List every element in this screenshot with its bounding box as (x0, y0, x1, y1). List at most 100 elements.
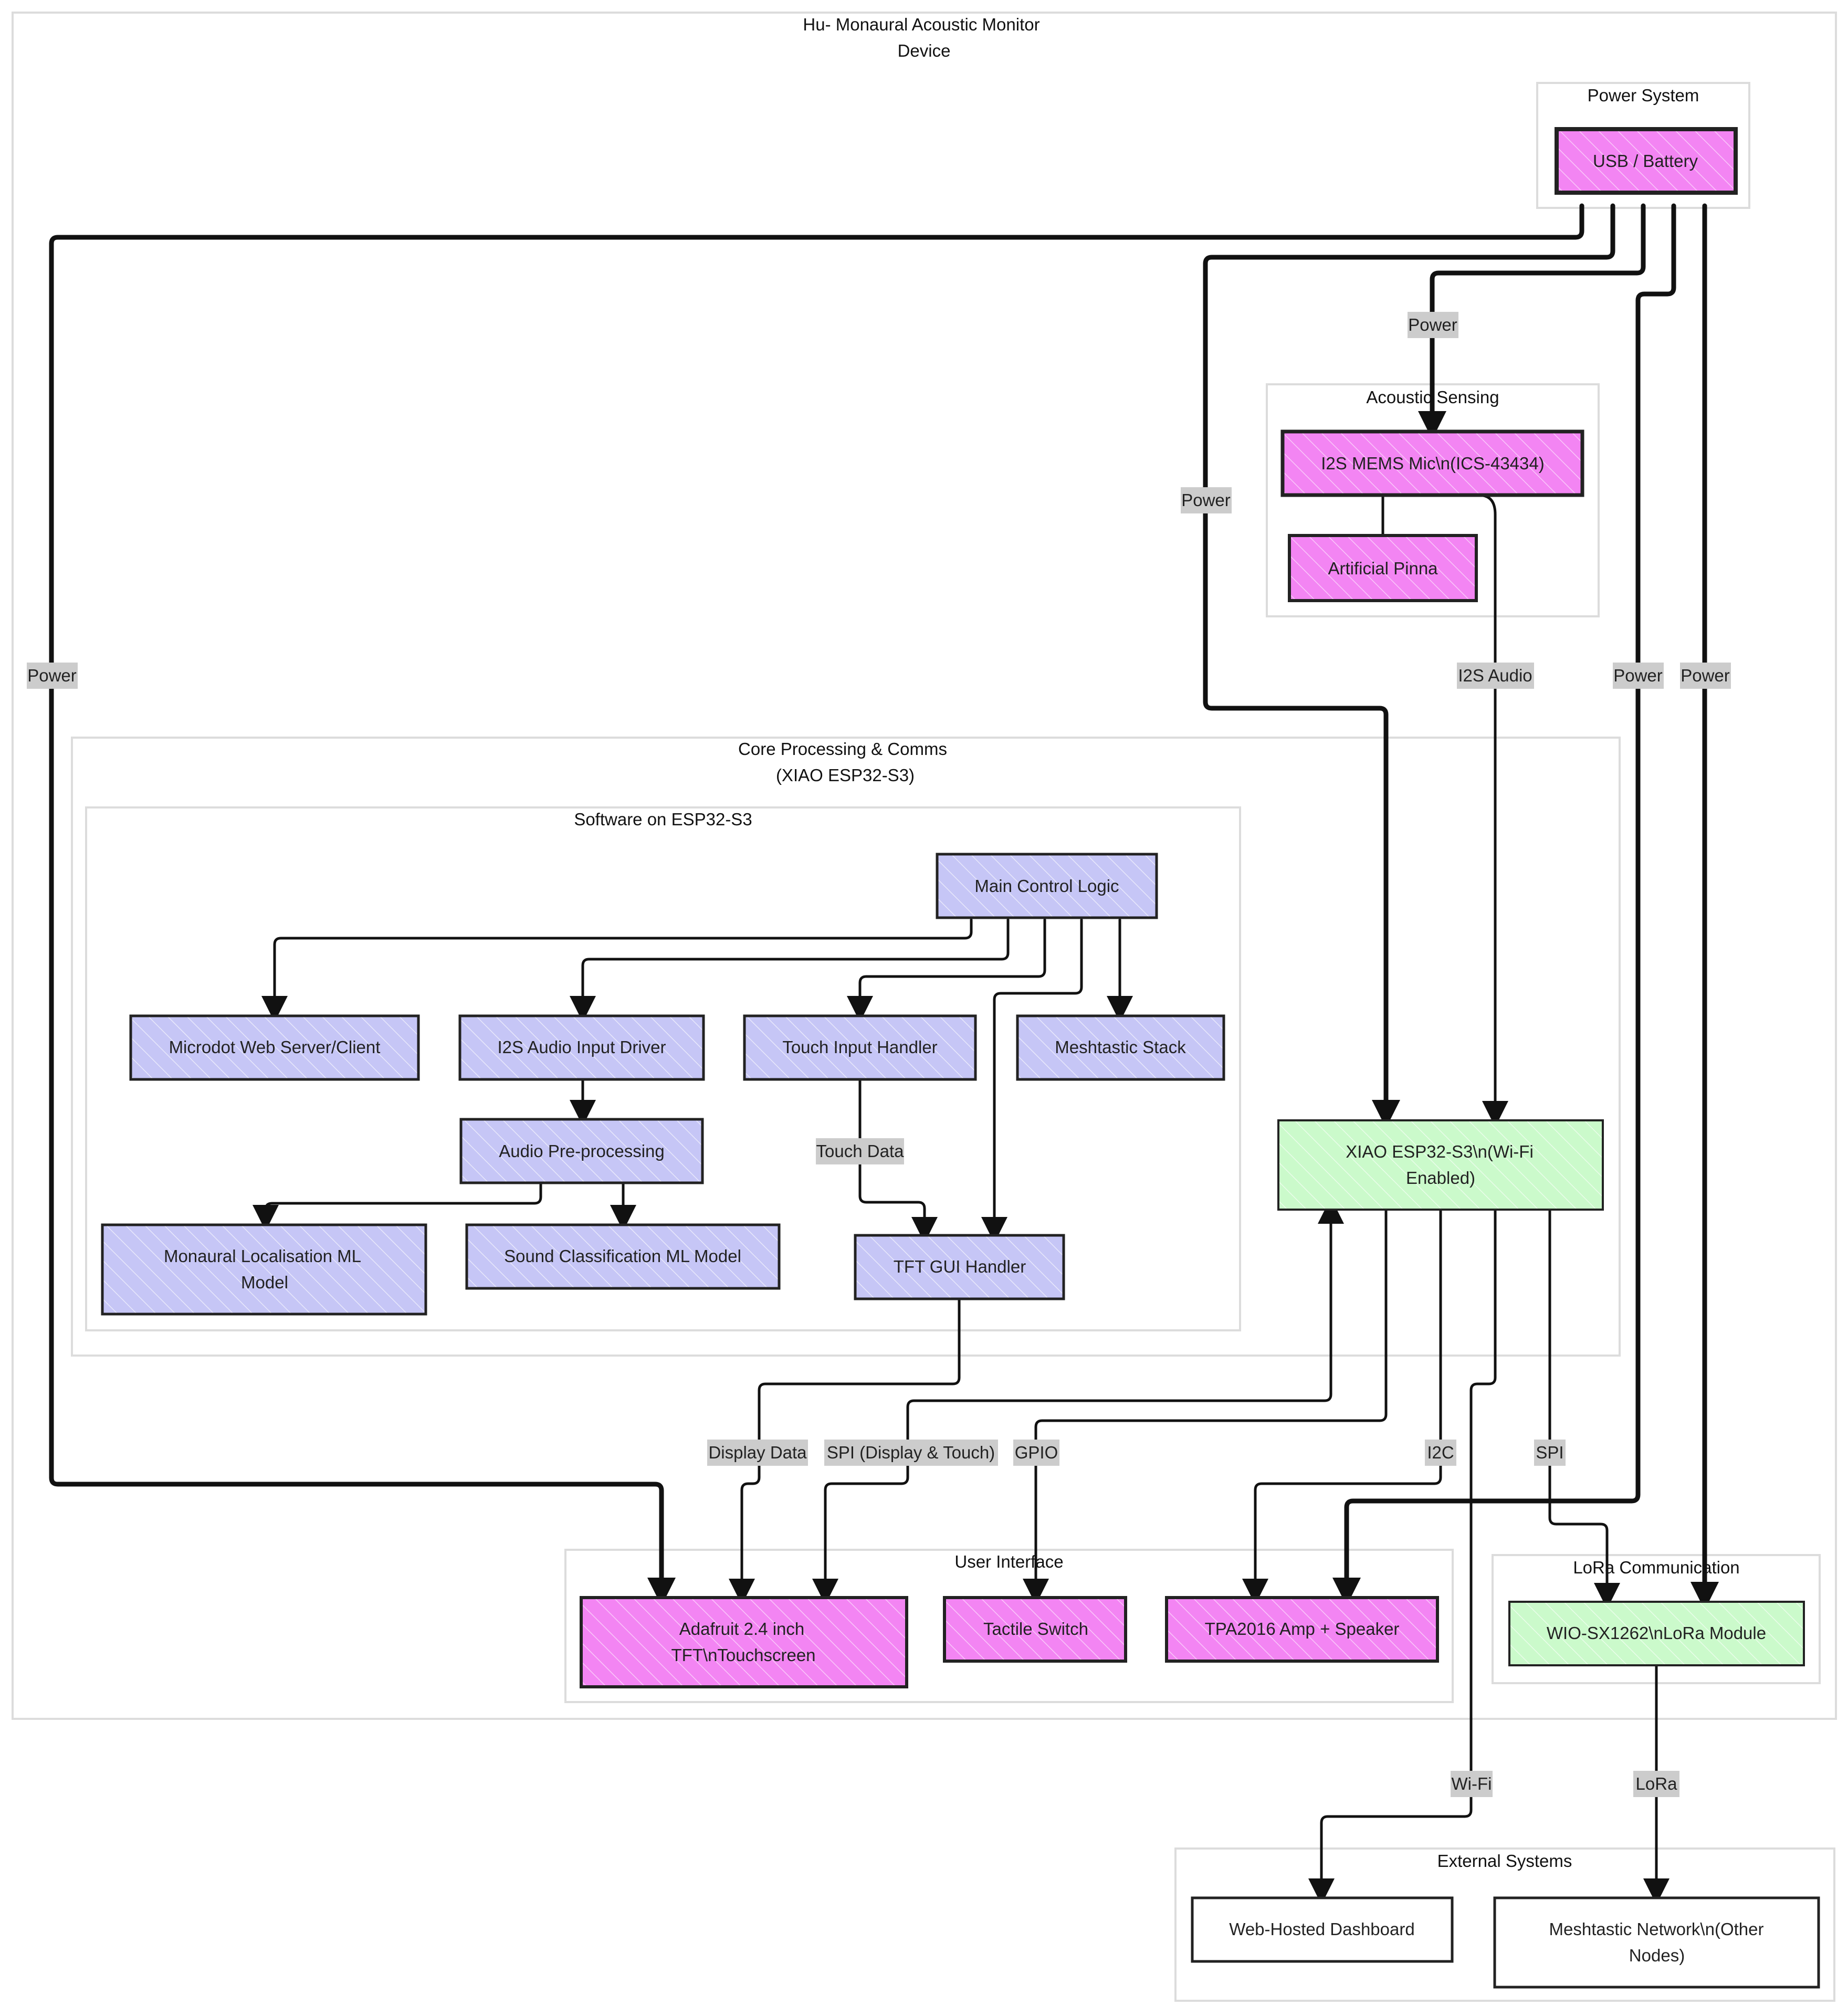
audio-preprocessing-node (459, 1118, 704, 1184)
i2s-audio-driver-label: I2S Audio Input Driver (497, 1037, 666, 1057)
wio-lora-module-label: WIO-SX1262\nLoRa Module (1547, 1623, 1766, 1643)
edge-label-wifi: Wi-Fi (1452, 1774, 1492, 1793)
amp-speaker-node (1165, 1596, 1439, 1663)
tft-gui-handler-label: TFT GUI Handler (894, 1257, 1026, 1276)
sound-classification-node (465, 1223, 781, 1290)
wio-lora-module-node (1508, 1601, 1805, 1666)
xiao-esp32-label-line1: XIAO ESP32-S3\n(Wi-Fi (1346, 1142, 1534, 1161)
touch-input-handler-label: Touch Input Handler (782, 1037, 937, 1057)
edge-main-to-microdot (261, 918, 973, 1022)
power-system-title: Power System (1588, 86, 1699, 105)
edge-label-bg-touch-data (816, 1138, 904, 1164)
meshtastic-network-node (1493, 1896, 1820, 1989)
usb-battery-node (1555, 127, 1738, 195)
xiao-esp32-label-line2: Enabled) (1406, 1168, 1475, 1188)
meshtastic-network-label-line2: Nodes) (1629, 1946, 1685, 1965)
edge-main-to-i2sdrv (570, 918, 1010, 1022)
edge-label-bg-power-tft (27, 663, 78, 689)
web-dashboard-label: Web-Hosted Dashboard (1229, 1919, 1414, 1939)
edge-main-to-touch (847, 918, 1046, 1022)
edge-label-power-xiao: Power (1181, 490, 1231, 510)
edge-label-i2c: I2C (1427, 1443, 1454, 1462)
edge-i2c (1242, 1209, 1442, 1605)
device-group (12, 12, 1837, 1720)
edge-label-power-tft: Power (27, 666, 77, 685)
edge-label-bg-power-mic (1408, 312, 1458, 338)
microdot-web-label: Microdot Web Server/Client (169, 1037, 381, 1057)
xiao-esp32-node (1277, 1119, 1604, 1211)
touch-input-handler-node (743, 1014, 977, 1081)
edge-i2s-audio (1482, 494, 1508, 1127)
edge-label-power-amp: Power (1613, 666, 1663, 685)
edge-label-group: Power Power Power I2S Audio Power Power … (27, 312, 1731, 1797)
edge-label-touch-data: Touch Data (816, 1141, 905, 1161)
edge-label-bg-display-data (707, 1440, 808, 1466)
edge-label-spi: SPI (1536, 1443, 1563, 1462)
core-processing-title-line2: (XIAO ESP32-S3) (776, 765, 915, 785)
amp-speaker-label: TPA2016 Amp + Speaker (1205, 1619, 1400, 1639)
edge-label-bg-spi (1534, 1440, 1566, 1466)
lora-communication-title: LoRa Communication (1573, 1558, 1739, 1577)
tactile-switch-label: Tactile Switch (983, 1619, 1088, 1639)
edge-power-usb-to-amp (1332, 203, 1676, 1606)
monaural-localisation-label-line1: Monaural Localisation ML (164, 1246, 361, 1266)
tft-gui-handler-node (854, 1234, 1065, 1300)
edge-spi (1548, 1209, 1620, 1609)
usb-battery-label: USB / Battery (1593, 151, 1698, 171)
external-systems-title: External Systems (1437, 1851, 1572, 1871)
main-control-logic-label: Main Control Logic (974, 876, 1119, 896)
microdot-web-node (129, 1014, 420, 1081)
main-control-logic-node (936, 853, 1158, 919)
diagram-title-line1: Hu- Monaural Acoustic Monitor (803, 15, 1040, 34)
edge-label-bg-spi-display (824, 1440, 998, 1466)
mems-mic-node (1280, 429, 1584, 497)
edge-label-bg-i2c (1425, 1440, 1456, 1466)
edge-power-usb-to-tft (49, 203, 1584, 1606)
tft-touchscreen-label-line2: TFT\nTouchscreen (671, 1645, 815, 1665)
edge-label-power-lora: Power (1681, 666, 1730, 685)
software-title: Software on ESP32-S3 (574, 810, 752, 829)
sound-classification-label: Sound Classification ML Model (504, 1246, 741, 1266)
edge-gpio (1023, 1209, 1388, 1605)
monaural-localisation-node (101, 1223, 427, 1316)
edge-label-power-mic: Power (1408, 315, 1457, 334)
edge-label-bg-lora (1633, 1771, 1679, 1797)
audio-preprocessing-label: Audio Pre-processing (499, 1141, 665, 1161)
edge-label-bg-power-xiao (1181, 487, 1232, 513)
core-processing-group (71, 737, 1621, 1357)
edge-power-usb-to-xiao (1203, 203, 1615, 1128)
edge-label-i2s-audio: I2S Audio (1458, 666, 1532, 685)
external-systems-group (1174, 1847, 1835, 2002)
artificial-pinna-node (1288, 534, 1478, 602)
edge-label-bg-i2s-audio (1457, 663, 1534, 689)
web-dashboard-node (1191, 1896, 1454, 1963)
edge-label-spi-display-touch: SPI (Display & Touch) (827, 1443, 995, 1462)
edge-main-to-tftgui (981, 918, 1083, 1243)
edge-wifi (1308, 1209, 1497, 1905)
edge-label-bg-gpio (1013, 1440, 1059, 1466)
edge-label-bg-power-amp (1613, 663, 1664, 689)
user-interface-group (564, 1549, 1454, 1703)
core-processing-title-line1: Core Processing & Comms (738, 739, 947, 759)
software-group (85, 806, 1241, 1331)
edge-display-data (729, 1297, 961, 1605)
tft-touchscreen-label-line1: Adafruit 2.4 inch (679, 1619, 804, 1639)
edge-label-bg-wifi (1451, 1771, 1493, 1797)
meshtastic-stack-label: Meshtastic Stack (1055, 1037, 1186, 1057)
edge-touch-data (858, 1078, 938, 1243)
user-interface-title: User Interface (954, 1552, 1063, 1571)
meshtastic-network-label-line1: Meshtastic Network\n(Other (1549, 1919, 1764, 1939)
monaural-localisation-label-line2: Model (241, 1273, 288, 1292)
edge-label-gpio: GPIO (1015, 1443, 1058, 1462)
edge-label-lora: LoRa (1636, 1774, 1678, 1793)
diagram-title-line2: Device (898, 41, 951, 60)
i2s-audio-driver-node (458, 1014, 705, 1081)
meshtastic-stack-node (1016, 1014, 1225, 1081)
edge-label-display-data: Display Data (708, 1443, 807, 1462)
tactile-switch-node (943, 1596, 1127, 1663)
artificial-pinna-label: Artificial Pinna (1328, 559, 1438, 578)
edge-power-usb-to-mic (1418, 203, 1646, 439)
edge-preproc-to-monaural (253, 1182, 542, 1231)
tft-touchscreen-node (580, 1596, 908, 1688)
